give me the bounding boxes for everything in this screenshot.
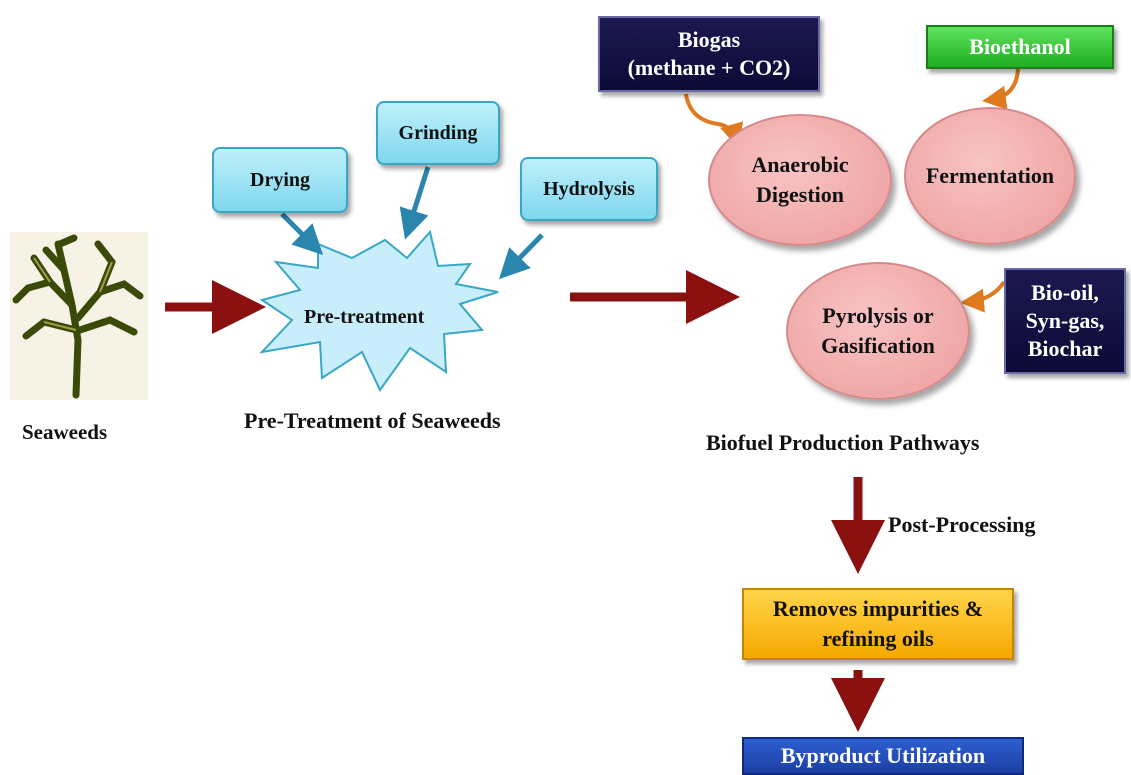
pathways-title: Biofuel Production Pathways (706, 430, 980, 455)
seaweed-label: Seaweeds (22, 420, 108, 444)
grinding-arrow (399, 166, 431, 240)
pretreatment-title: Pre-Treatment of Seaweeds (244, 408, 501, 433)
seaweed-image (10, 232, 148, 400)
bioethanol-product: Bioethanol (926, 25, 1114, 69)
hydrolysis-arrow (499, 233, 544, 280)
biogas-curved-arrow (684, 93, 744, 148)
refining-box: Removes impurities & refining oils (742, 588, 1014, 660)
pretreatment-center-label: Pre-treatment (304, 306, 425, 328)
biooil-product: Bio-oil, Syn-gas, Biochar (1004, 268, 1126, 374)
fermentation-node: Fermentation (904, 107, 1076, 245)
pyrolysis-gasification-node: Pyrolysis or Gasification (786, 262, 970, 400)
bioethanol-curved-arrow (982, 65, 1020, 110)
pretreatment-starburst (259, 229, 499, 392)
byproduct-utilization-box: Byproduct Utilization (742, 737, 1024, 775)
drying-arrow (280, 212, 324, 256)
post-processing-label: Post-Processing (888, 512, 1036, 537)
hydrolysis-step: Hydrolysis (520, 157, 658, 221)
anaerobic-digestion-node: Anaerobic Digestion (708, 114, 892, 246)
biooil-curved-arrow (960, 280, 1006, 313)
biogas-product: Biogas (methane + CO2) (598, 16, 820, 92)
drying-step: Drying (212, 147, 348, 213)
grinding-step: Grinding (376, 101, 500, 165)
